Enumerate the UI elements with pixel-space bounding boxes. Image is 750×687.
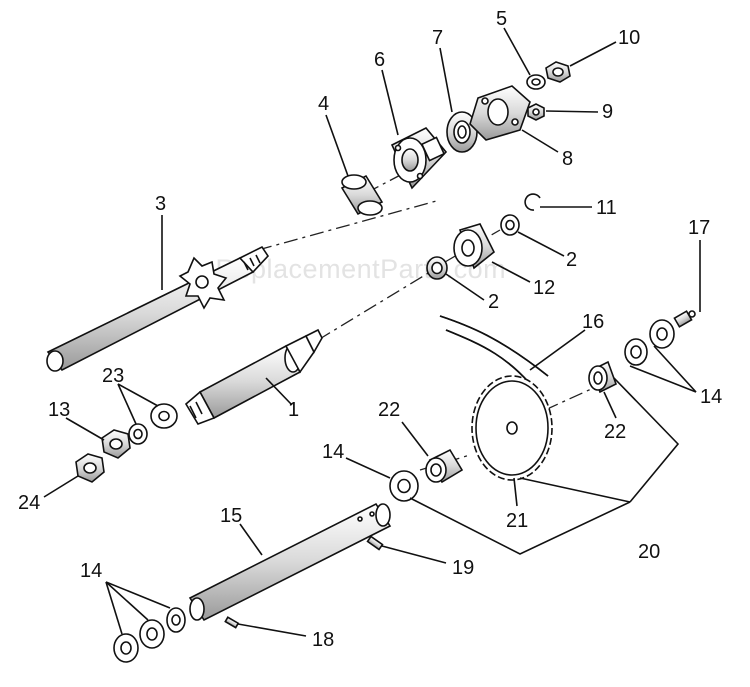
part-4-spacer <box>340 174 384 216</box>
label-19: 19 <box>452 557 474 579</box>
label-12: 12 <box>533 277 555 299</box>
part-24-nut <box>75 453 105 483</box>
part-10-nut <box>545 61 571 83</box>
part-18-pin <box>224 616 240 629</box>
part-8-flange-plate <box>469 85 531 141</box>
part-1-stud-shaft <box>184 328 323 425</box>
label-7: 7 <box>432 27 443 49</box>
part-21-sprocket <box>471 375 553 481</box>
part-number-labels: 3 4 6 7 5 10 9 8 11 2 12 2 17 16 14 1 23… <box>18 8 722 651</box>
label-20: 20 <box>638 541 660 563</box>
part-3-shaft-with-sprocket <box>46 245 270 372</box>
label-14-left: 14 <box>80 560 102 582</box>
label-21: 21 <box>506 510 528 532</box>
label-5: 5 <box>496 8 507 30</box>
label-2-lower: 2 <box>488 291 499 313</box>
label-17: 17 <box>688 217 710 239</box>
label-18: 18 <box>312 629 334 651</box>
part-19-pin <box>366 535 384 551</box>
part-9-small-nut <box>527 103 545 121</box>
label-4: 4 <box>318 93 329 115</box>
label-1: 1 <box>288 399 299 421</box>
label-22-right: 22 <box>604 421 626 443</box>
label-14-middle: 14 <box>322 441 344 463</box>
part-22-spacer-right <box>588 360 617 394</box>
label-22-left: 22 <box>378 399 400 421</box>
part-7-bearing <box>446 111 478 153</box>
part-13-nut <box>101 429 131 459</box>
label-11: 11 <box>596 197 617 219</box>
label-2-upper: 2 <box>566 249 577 271</box>
label-9: 9 <box>602 101 613 123</box>
label-24: 24 <box>18 492 40 514</box>
label-10: 10 <box>618 27 640 49</box>
part-11-retaining-ring <box>524 193 541 211</box>
part-5-washer <box>526 74 546 90</box>
label-23: 23 <box>102 365 124 387</box>
label-6: 6 <box>374 49 385 71</box>
part-14-washers-left <box>113 607 186 663</box>
part-6-hub-flange <box>390 127 448 190</box>
label-8: 8 <box>562 148 573 170</box>
part-12-bushing <box>453 223 496 270</box>
part-15-axle <box>188 502 392 622</box>
part-22-spacer-left <box>425 448 464 484</box>
part-17-grease-fitting <box>673 310 696 328</box>
label-13: 13 <box>48 399 70 421</box>
label-3: 3 <box>155 193 166 215</box>
label-14-right: 14 <box>700 386 722 408</box>
label-16: 16 <box>582 311 604 333</box>
part-2-washer-upper <box>500 214 520 236</box>
label-15: 15 <box>220 505 242 527</box>
part-2-washer-lower <box>426 256 448 280</box>
leader-lines <box>43 27 701 637</box>
part-14-washer-middle <box>389 470 419 502</box>
part-14-washers-right <box>624 319 675 366</box>
part-23-washers <box>128 403 178 445</box>
